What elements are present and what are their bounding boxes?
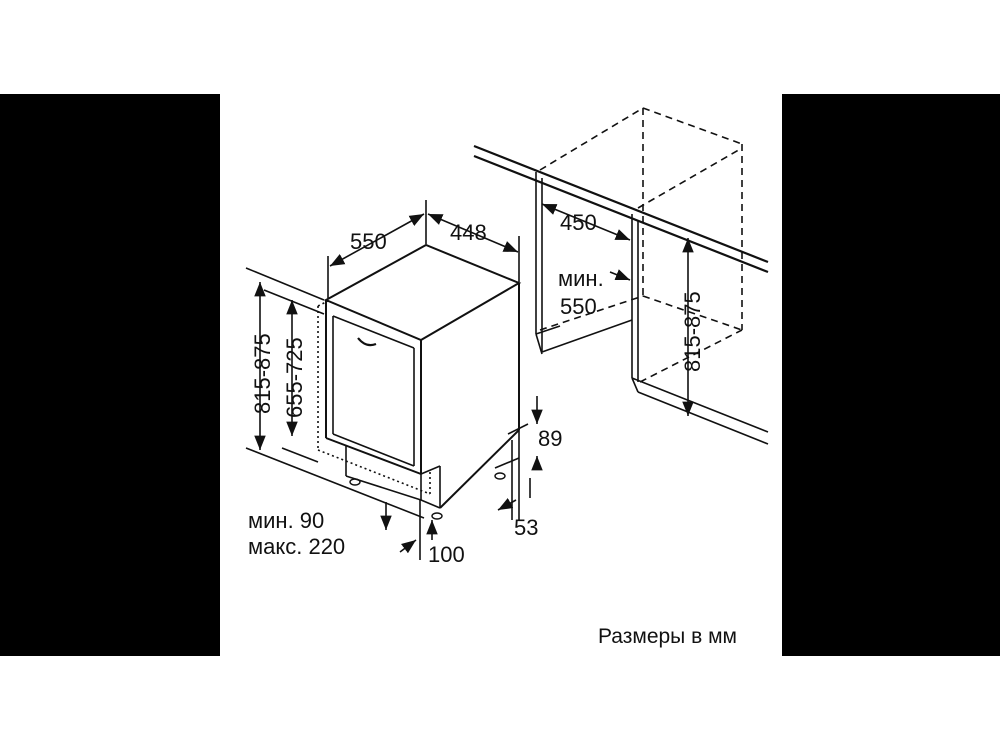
- label-min-550: 550: [560, 294, 597, 319]
- dim-550-line: [329, 213, 425, 267]
- label-53: 53: [514, 515, 538, 540]
- label-depth-550: 550: [350, 229, 387, 254]
- label-left-height: 815-875: [250, 333, 275, 414]
- label-right-height: 815-875: [680, 291, 705, 372]
- door-handle-icon: [357, 337, 377, 347]
- feet: [349, 472, 506, 520]
- units-caption: Размеры в мм: [598, 625, 737, 648]
- dim-448-line: [427, 213, 519, 253]
- label-niche-depth-450: 450: [560, 210, 597, 235]
- label-89: 89: [538, 426, 562, 451]
- label-body-height: 655-725: [282, 337, 307, 418]
- label-width-448: 448: [450, 220, 487, 245]
- right-letterbox-bar: [782, 94, 1000, 656]
- niche-right-wall: [631, 214, 769, 445]
- label-max-plinth: макс. 220: [248, 534, 345, 559]
- dim-450-line: [541, 203, 631, 241]
- dishwasher-body: [323, 243, 522, 509]
- label-100: 100: [428, 542, 465, 567]
- niche-outline-dashed: [539, 107, 743, 383]
- dim-53-line: [497, 497, 517, 511]
- dishwasher-door: [332, 315, 415, 467]
- furniture-front-dotted: [317, 299, 431, 495]
- niche-left-wall: [535, 172, 633, 355]
- label-min-plinth: мин. 90: [248, 508, 324, 533]
- left-letterbox-bar: [0, 94, 220, 656]
- countertop: [473, 144, 769, 274]
- dim-min550-line: [609, 269, 631, 281]
- label-min: мин.: [558, 266, 604, 291]
